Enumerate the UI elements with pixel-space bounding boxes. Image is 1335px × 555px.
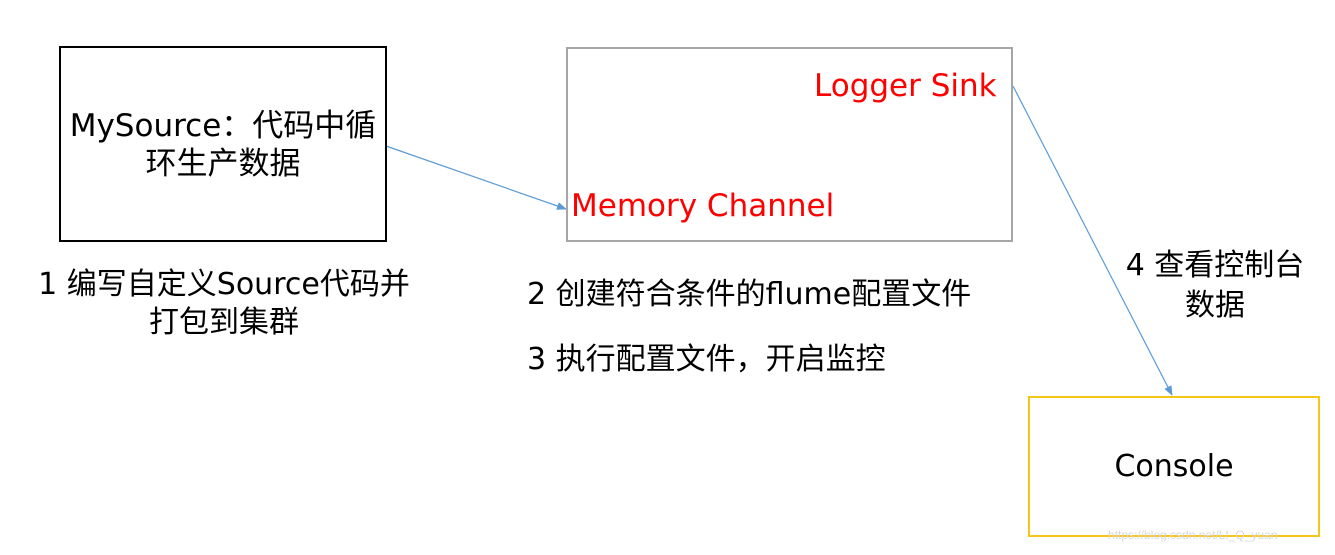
console-label: Console [1114,449,1234,484]
flume-agent-box [566,47,1013,242]
step1-caption: 1 编写自定义Source代码并打包到集群 [38,267,410,340]
mysource-label: MySource：代码中循环生产数据 [69,108,377,182]
logger-sink-label: Logger Sink [814,68,997,104]
step3-caption: 3 执行配置文件，开启监控 [527,342,886,377]
arrow-logger-sink-to-console [1012,85,1173,396]
watermark: https://blog.csdn.net/LI_Q_yuan [1108,528,1278,542]
mysource-box [59,46,387,242]
memory-channel-label: Memory Channel [571,188,835,224]
step2-caption: 2 创建符合条件的flume配置文件 [527,277,972,312]
step4-caption: 4 查看控制台数据 [1125,248,1305,323]
arrow-mysource-to-memory-channel [385,145,567,210]
console-box [1028,396,1320,537]
